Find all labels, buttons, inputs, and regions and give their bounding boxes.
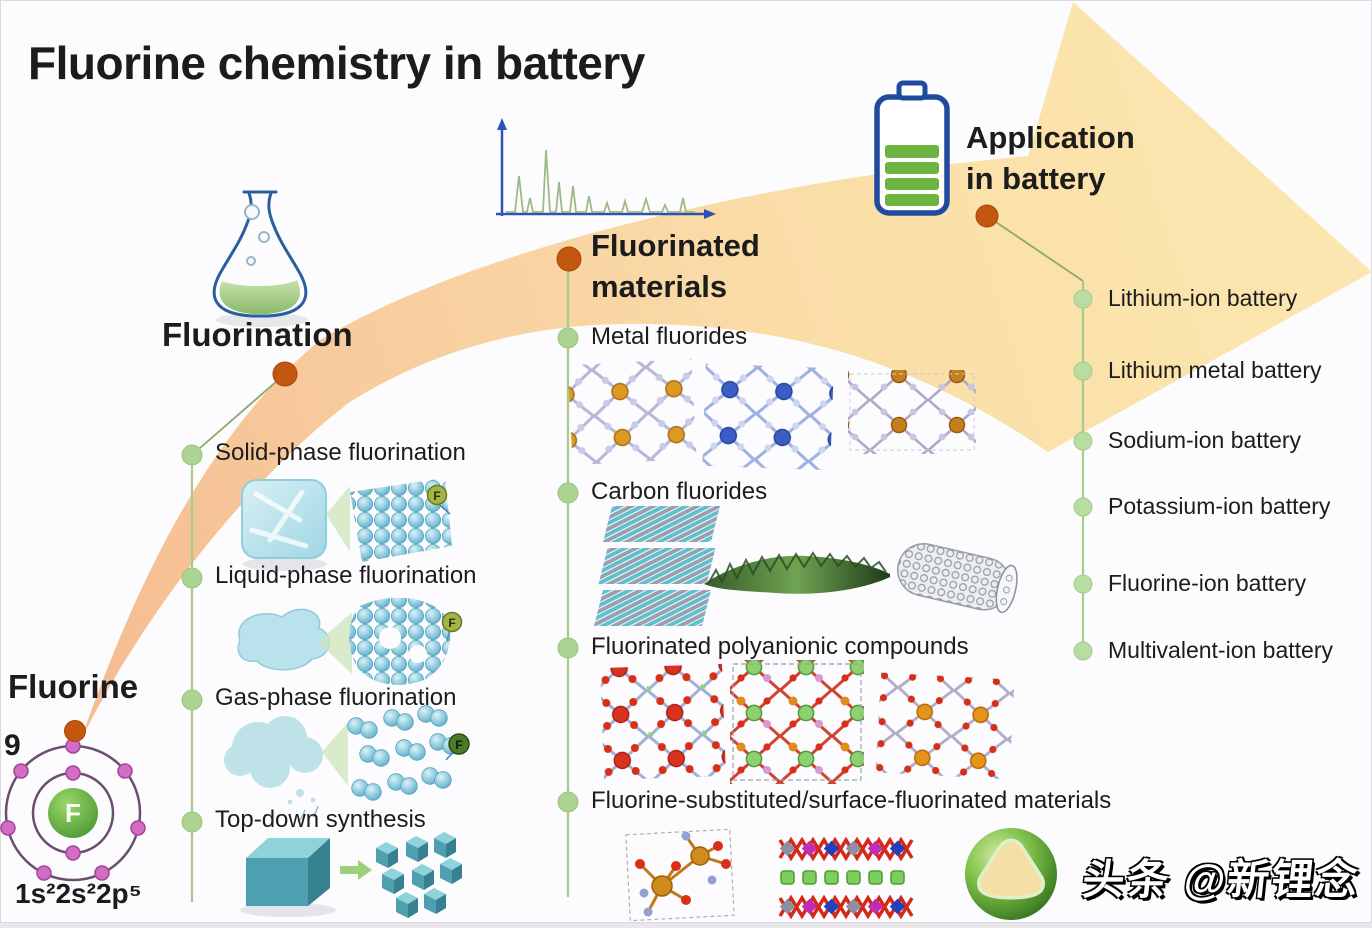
stage-label-application-line2: in battery [966,160,1106,196]
molecular-cluster-icon [625,828,735,922]
watermark: 头条 @新锂念 [1080,856,1363,903]
page-title: Fluorine chemistry in battery [28,37,645,89]
fluorination-item-solid: Solid-phase fluorination [215,439,466,466]
sphere-cluster-gas: F [347,705,470,801]
core-shell-icon [965,828,1057,920]
layered-structure-icon [594,506,720,626]
fluorination-item-topdown: Top-down synthesis [215,806,426,833]
materials-item-metal-fluorides: Metal fluorides [591,323,748,350]
stage-label-materials: Fluorinated materials [591,226,760,308]
electron-dots [0,738,146,881]
nano-cubes-icon [376,832,462,918]
stage-dot-fluorination [272,361,298,387]
crystal-structure-polyanionic-1 [600,663,726,781]
crystal-structure-polyanionic-2 [730,660,864,784]
stage-dot-application [975,204,999,228]
crystal-structure-metal-fluoride-1 [567,358,697,466]
lattice-icon [778,836,914,920]
stage-label-materials-line2: materials [591,268,728,304]
materials-item-carbon-fluorides: Carbon fluorides [591,478,768,505]
fluorination-item-liquid: Liquid-phase fluorination [215,562,477,589]
atom-icon: F [0,738,146,882]
stage-dot-fluorine [64,720,86,742]
application-item-na-ion: Sodium-ion battery [1108,427,1302,453]
stage-label-application-line1: Application [966,120,1135,155]
stage-label-fluorine: Fluorine [8,668,139,705]
materials-item-fluorine-substituted: Fluorine-substituted/surface-fluorinated… [591,787,1112,814]
arrow-right-icon [340,860,372,880]
stage-label-application: Application in battery [966,118,1135,200]
f-atom-ball [441,611,463,633]
stage-label-materials-line1: Fluorinated [591,228,760,263]
timeline-application [975,204,1093,661]
f-atom-ball [426,484,448,506]
application-item-multivalent: Multivalent-ion battery [1108,637,1333,663]
atomic-number: 9 [4,729,21,762]
nanotube-icon [897,543,1018,614]
application-item-k-ion: Potassium-ion battery [1108,493,1331,519]
application-item-li-ion: Lithium-ion battery [1108,285,1298,311]
sphere-cluster-solid: F [350,478,452,562]
svg-text:F: F [433,489,440,503]
timeline-fluorination [181,361,298,902]
graphene-icon [704,551,890,594]
cube-icon [240,838,336,917]
crystal-structure-polyanionic-3 [875,672,1015,780]
spectrum-icon [496,118,716,219]
zoom-cone [326,486,350,552]
stage-label-fluorination: Fluorination [162,316,353,353]
gas-cloud-icon [224,716,323,823]
timeline-materials [556,246,582,897]
crystal-structure-metal-fluoride-3 [848,370,976,454]
battery-icon [874,80,950,216]
ice-cube-icon [241,479,327,571]
application-item-f-ion: Fluorine-ion battery [1108,570,1307,596]
crystal-structure-metal-fluoride-2 [702,363,834,471]
flask-icon [212,190,308,327]
nucleus-symbol: F [65,798,81,828]
application-item-li-metal: Lithium metal battery [1108,357,1322,383]
svg-text:F: F [455,738,462,752]
fluorination-item-gas: Gas-phase fluorination [215,684,457,711]
svg-text:F: F [448,616,455,630]
zoom-cone [318,612,352,674]
electron-configuration: 1s²2s²2p⁵ [15,878,142,909]
liquid-icon [237,608,331,671]
stage-dot-materials [556,246,582,272]
sphere-cluster-liquid: F [349,597,463,685]
f-atom-ball-dark [448,733,470,755]
zoom-cone [322,722,348,786]
arrow-swoosh [80,2,1372,742]
materials-item-polyanionic: Fluorinated polyanionic compounds [591,633,969,660]
